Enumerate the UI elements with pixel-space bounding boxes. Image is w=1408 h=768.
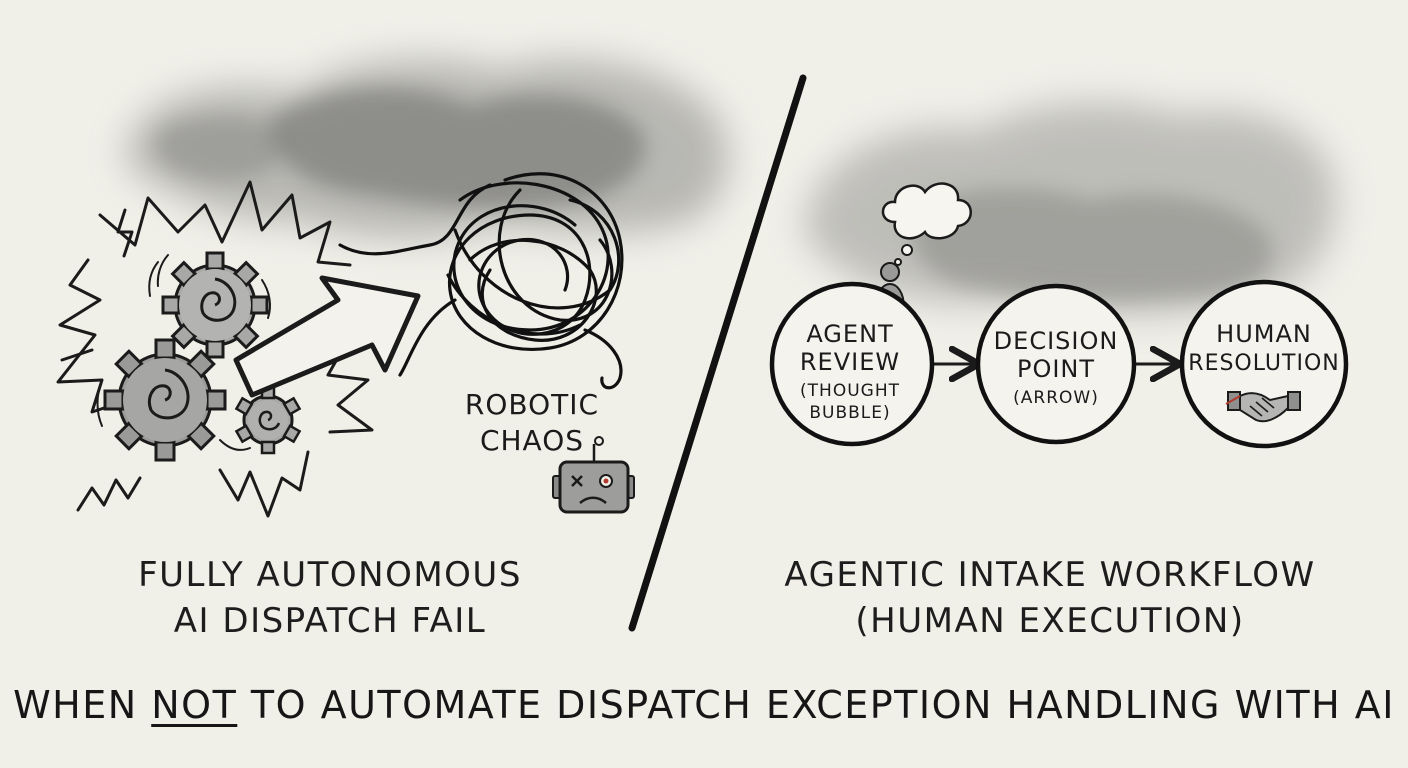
node-human-resolution: HUMAN RESOLUTION: [1179, 279, 1349, 449]
left-caption: FULLY AUTONOMOUS AI DISPATCH FAIL: [120, 552, 540, 644]
node-agent-review-line4: BUBBLE): [809, 403, 890, 423]
gear-icon: [96, 251, 302, 462]
node-agent-review-line1: AGENT: [806, 320, 893, 348]
node-decision-point-line2: POINT: [1017, 355, 1095, 383]
right-caption: AGENTIC INTAKE WORKFLOW (HUMAN EXECUTION…: [770, 552, 1330, 644]
right-cloud-wash-icon: [805, 103, 1336, 315]
node-agent-review-line2: REVIEW: [800, 348, 900, 376]
node-human-resolution-line2: RESOLUTION: [1188, 351, 1339, 376]
robotic-chaos-label: ROBOTIC CHAOS: [465, 388, 599, 457]
headline-after: TO AUTOMATE DISPATCH EXCEPTION HANDLING …: [237, 683, 1395, 727]
node-agent-review: AGENT REVIEW (THOUGHT BUBBLE): [769, 281, 935, 447]
left-caption-line2: AI DISPATCH FAIL: [173, 601, 487, 641]
left-caption-line1: FULLY AUTONOMOUS: [138, 555, 522, 595]
node-decision-point: DECISION POINT (ARROW): [975, 283, 1137, 445]
divider-slash: [628, 74, 807, 632]
left-cloud-wash-icon: [126, 59, 729, 238]
right-caption-line1: AGENTIC INTAKE WORKFLOW: [784, 555, 1316, 595]
sad-robot-icon: [552, 436, 635, 514]
headline-emphasis: NOT: [151, 683, 238, 727]
headline-before: WHEN: [13, 683, 152, 727]
headline: WHEN NOT TO AUTOMATE DISPATCH EXCEPTION …: [0, 683, 1408, 727]
arrow-icon: [233, 275, 421, 398]
node-decision-point-line1: DECISION: [994, 327, 1119, 355]
right-caption-line2: (HUMAN EXECUTION): [855, 601, 1245, 641]
node-agent-review-line3: (THOUGHT: [800, 381, 900, 401]
node-decision-point-line3: (ARROW): [1013, 388, 1099, 408]
handshake-icon: [1225, 391, 1301, 423]
chaos-label: CHAOS: [480, 424, 584, 457]
robotic-label: ROBOTIC: [465, 388, 599, 421]
thought-bubble-icon: [881, 182, 972, 266]
node-human-resolution-line1: HUMAN: [1216, 320, 1312, 348]
scribble-chaos-icon: [338, 172, 624, 390]
